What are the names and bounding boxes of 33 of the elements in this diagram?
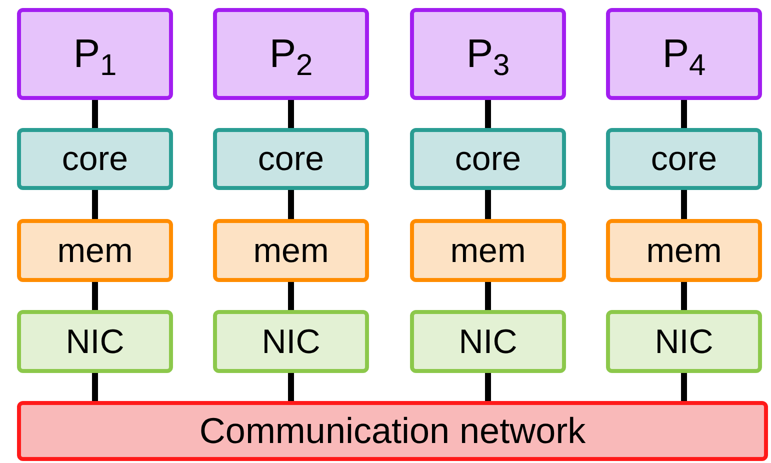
connector-line — [92, 373, 98, 401]
network-box: Communication network — [17, 401, 768, 461]
processor-box: P$_{3}$ — [410, 8, 566, 100]
connector-line — [681, 190, 687, 219]
nic-box: NIC — [17, 310, 173, 373]
connector-line — [681, 100, 687, 128]
core-box: core — [17, 128, 173, 190]
connector-line — [92, 100, 98, 128]
connector-line — [681, 373, 687, 401]
memory-box: mem — [410, 219, 566, 282]
processor-box: P$_{2}$ — [213, 8, 369, 100]
connector-line — [288, 190, 294, 219]
connector-line — [485, 373, 491, 401]
connector-line — [681, 282, 687, 310]
connector-line — [485, 282, 491, 310]
core-box: core — [213, 128, 369, 190]
memory-box: mem — [606, 219, 762, 282]
connector-line — [485, 100, 491, 128]
connector-line — [92, 190, 98, 219]
connector-line — [288, 373, 294, 401]
core-box: core — [410, 128, 566, 190]
processor-box: P$_{1}$ — [17, 8, 173, 100]
connector-line — [92, 282, 98, 310]
nic-box: NIC — [606, 310, 762, 373]
connector-line — [485, 190, 491, 219]
nic-box: NIC — [213, 310, 369, 373]
connector-line — [288, 100, 294, 128]
connector-line — [288, 282, 294, 310]
processor-box: P$_{4}$ — [606, 8, 762, 100]
nic-box: NIC — [410, 310, 566, 373]
memory-box: mem — [17, 219, 173, 282]
memory-box: mem — [213, 219, 369, 282]
core-box: core — [606, 128, 762, 190]
